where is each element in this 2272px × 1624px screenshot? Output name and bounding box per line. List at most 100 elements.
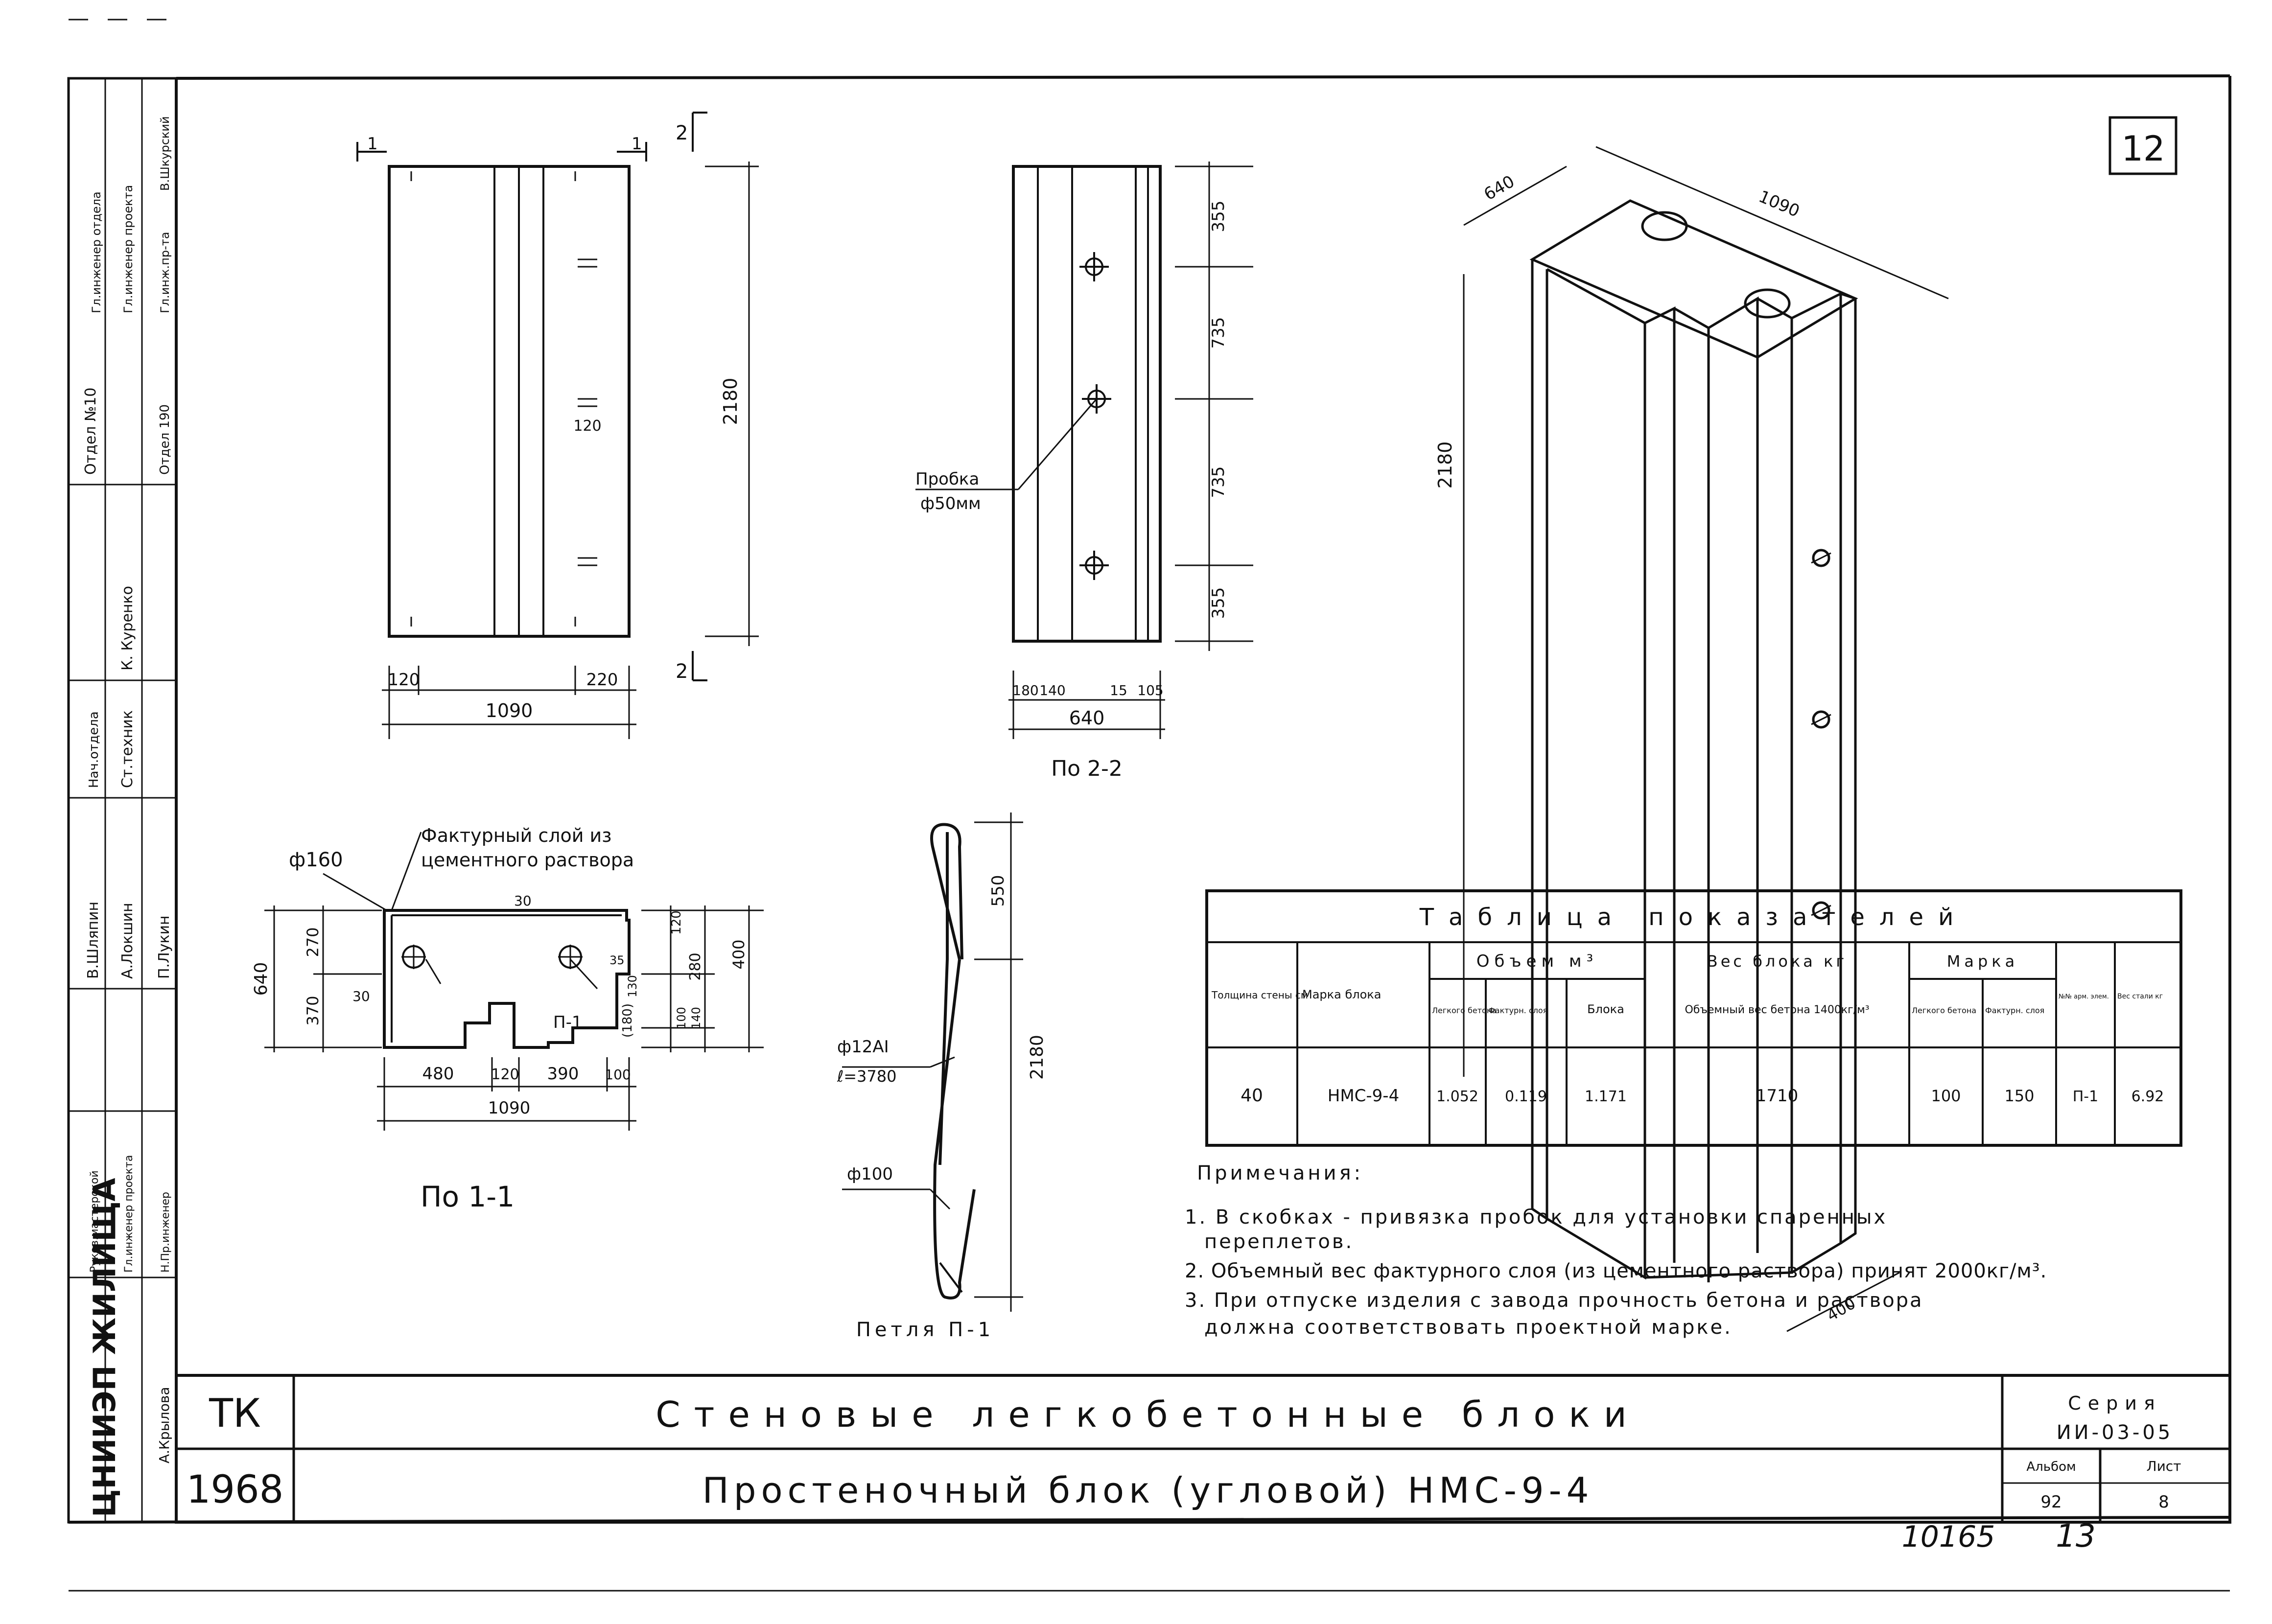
- sheet-number-box: 12: [2108, 116, 2178, 175]
- stamp-org: ЦНИИЭП ЖИЛИЩА: [87, 1178, 122, 1517]
- loop-bend: ф100: [847, 1164, 893, 1184]
- s11-dim-640: 640: [251, 962, 271, 996]
- isometric-dims: [1463, 146, 1949, 1332]
- bottom-number-1: 10165: [1902, 1520, 1995, 1554]
- hdr-grade-fact: Фактурн. слоя: [1985, 1006, 2044, 1015]
- tb-tk: ТК: [209, 1391, 261, 1436]
- note-1b: переплетов.: [1204, 1230, 1354, 1253]
- s22-dim-140: 140: [1039, 682, 1065, 698]
- stamp-cell-3: Гл.инженер проекта: [121, 185, 135, 313]
- stamp-cell-7: Ст.техник: [119, 710, 136, 788]
- hdr-weight-sub: Объемный вес бетона 1400кг/м³: [1685, 1004, 1869, 1016]
- cell-thickness: 40: [1241, 1086, 1263, 1106]
- cell-vol-light: 1.052: [1436, 1088, 1478, 1105]
- cell-grade-light: 100: [1931, 1087, 1961, 1105]
- s11-dim-1090: 1090: [488, 1098, 531, 1118]
- stamp-cell-15: А.Крылова: [156, 1387, 172, 1463]
- loop-dim-550: 550: [988, 875, 1008, 907]
- iso-dim-2180: 2180: [1434, 441, 1456, 489]
- plug-diameter: ф50мм: [920, 494, 981, 513]
- s22-title: По 2-2: [1051, 756, 1123, 781]
- cell-arm: П-1: [2073, 1088, 2098, 1105]
- stamp-cell-14: Н.Пр.инженер: [160, 1192, 172, 1273]
- tb-series-label: Серия: [2068, 1392, 2162, 1414]
- s22-dim-640: 640: [1069, 707, 1105, 729]
- stamp-cell-8: Нач.отдела: [87, 711, 101, 788]
- notes-title: Примечания:: [1197, 1162, 1363, 1184]
- cell-vol-fact: 0.119: [1505, 1088, 1547, 1105]
- tb-sheet-label: Лист: [2147, 1458, 2181, 1474]
- hdr-thickness: Толщина стены см: [1211, 989, 1308, 1001]
- hdr-mark: Марка блока: [1302, 988, 1382, 1001]
- cell-vol-block: 1.171: [1585, 1088, 1627, 1105]
- elev-dim-2180: 2180: [720, 378, 741, 425]
- s11-dim-390: 390: [547, 1064, 579, 1084]
- hdr-volume: Объем м³: [1476, 951, 1598, 971]
- stamp-cell-2: Гл.инженер отдела: [90, 191, 103, 313]
- loop-length: ℓ=3780: [837, 1067, 896, 1086]
- cell-mark: НМС-9-4: [1328, 1086, 1399, 1106]
- title-block: ТК 1968 Стеновые легкобетонные блоки Про…: [175, 1374, 2231, 1524]
- s22-dim-15: 15: [1110, 682, 1127, 698]
- s11-inner-35: 35: [609, 953, 625, 967]
- iso-dim-640: 640: [1481, 172, 1518, 205]
- s22-dim-355a: 355: [1209, 201, 1228, 232]
- tb-title-2: Простеночный блок (угловой) НМС-9-4: [703, 1470, 1594, 1511]
- s22-dim-180: 180: [1012, 682, 1038, 698]
- bottom-number-2: 13: [2056, 1518, 2095, 1554]
- elev-dim-1090: 1090: [486, 700, 533, 721]
- tb-album-value: 92: [2040, 1492, 2061, 1512]
- s22-dim-355b: 355: [1209, 587, 1228, 619]
- s22-dim-735b: 735: [1209, 466, 1228, 498]
- s11-dim-370: 370: [304, 996, 322, 1025]
- tb-year: 1968: [187, 1468, 284, 1512]
- elev-dim-220: 220: [586, 670, 618, 690]
- hdr-weight: Вес блока кг: [1707, 952, 1847, 971]
- hdr-steel: Вес стали кг: [2117, 993, 2163, 1000]
- note-3: 3. При отпуске изделия с завода прочност…: [1185, 1289, 1923, 1312]
- plug-label: Пробка: [915, 469, 979, 489]
- s11-dim-120b: 120: [491, 1066, 519, 1083]
- stamp-cell-11: П.Лукин: [156, 915, 173, 979]
- loop-rebar: ф12АI: [837, 1037, 889, 1057]
- section-mark-1b: 1: [632, 134, 642, 154]
- table-title: Таблица показателей: [1419, 904, 1968, 931]
- tb-sheet-value: 8: [2158, 1492, 2169, 1512]
- s11-dim-120r: 120: [669, 910, 684, 935]
- s11-title: По 1-1: [421, 1180, 515, 1213]
- section-mark-1a: 1: [367, 134, 378, 154]
- loop-title: Петля П-1: [856, 1319, 994, 1341]
- note-2: 2. Объемный вес фактурного слоя (из цеме…: [1185, 1260, 2047, 1282]
- cell-steel: 6.92: [2131, 1088, 2164, 1105]
- stamp-cell-9: В.Шляпин: [85, 902, 102, 979]
- stamp-cell-6: К. Куренко: [119, 586, 136, 671]
- s11-dim-400: 400: [729, 939, 748, 969]
- stamp-cell-5: Отдел 190: [158, 404, 172, 475]
- stamp-cell-4: Гл.инж.пр-та: [158, 232, 172, 313]
- callout-facing-2: цементного раствора: [421, 849, 634, 871]
- loop-detail: 550 2180 ф12АI ℓ=3780 ф100 Петля П-1: [837, 812, 1047, 1341]
- s11-dim-180p: (180): [620, 1003, 635, 1038]
- hdr-vol-fact: Фактурн. слоя: [1488, 1006, 1547, 1015]
- callout-facing-1: Фактурный слой из: [421, 825, 611, 846]
- notes-block: Примечания: 1. В скобках - привязка проб…: [1185, 1162, 2047, 1339]
- s11-dim-100r: 100: [675, 1007, 688, 1029]
- elev-dim-120b: 120: [573, 418, 601, 435]
- s11-dim-130: 130: [626, 975, 639, 998]
- isometric-view: [1529, 199, 1858, 1282]
- s22-dim-105: 105: [1137, 682, 1163, 698]
- s11-inner-30: 30: [514, 893, 532, 909]
- s11-dim-100b: 100: [605, 1067, 631, 1083]
- section-1-1: Фактурный слой из цементного раствора ф1…: [251, 825, 764, 1213]
- sheet-number: 12: [2121, 129, 2165, 169]
- tb-title-1: Стеновые легкобетонные блоки: [656, 1394, 1640, 1435]
- stamp-cell-16: В.Шкурский: [158, 116, 172, 191]
- note-1: 1. В скобках - привязка пробок для устан…: [1185, 1206, 1887, 1229]
- iso-dim-1090: 1090: [1756, 186, 1802, 221]
- note-3b: должна соответствовать проектной марке.: [1204, 1316, 1733, 1339]
- indicators-table: Таблица показателей Толщина стены см Мар…: [1205, 889, 2182, 1147]
- tb-series-value: ИИ-03-05: [2057, 1421, 2174, 1444]
- hdr-arm: №№ арм. элем.: [2059, 993, 2109, 1000]
- s11-dim-30: 30: [352, 988, 370, 1004]
